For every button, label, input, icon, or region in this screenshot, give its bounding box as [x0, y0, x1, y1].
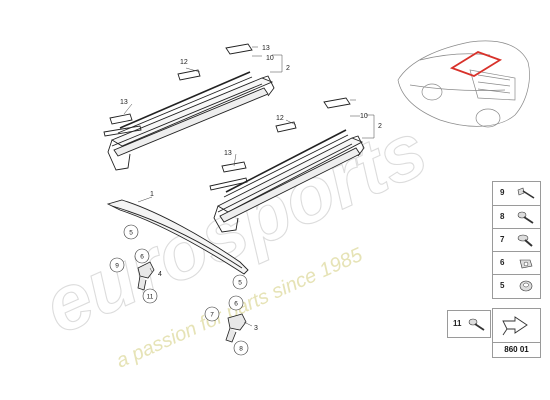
- flat-bolt-icon: [517, 234, 533, 247]
- legend-num-11: 11: [453, 319, 462, 328]
- callout-10-lower: 10: [360, 113, 368, 120]
- legend-row-6: 6: [493, 251, 540, 275]
- bracket-left: [137, 261, 155, 291]
- callout-12-lower: 12: [276, 115, 284, 122]
- part-reference: 860 01: [492, 308, 541, 358]
- legend-row-8: 8: [493, 205, 540, 229]
- callout-13-upper-left: 13: [120, 99, 128, 106]
- circle-7-b: 7: [210, 312, 214, 319]
- fastener-legend: 9 8 7 6 5: [492, 181, 541, 299]
- legend-num-9: 9: [500, 188, 505, 197]
- legend-num-6: 6: [500, 258, 505, 267]
- callout-4: 4: [158, 271, 162, 278]
- callout-1: 1: [150, 191, 154, 198]
- legend-item-11: 11: [447, 310, 491, 338]
- circle-9-a: 9: [115, 263, 119, 270]
- circle-5-b: 5: [238, 280, 242, 287]
- callout-12-upper: 12: [180, 59, 188, 66]
- callout-2-upper: 2: [286, 65, 290, 72]
- legend-num-5: 5: [500, 281, 505, 290]
- circled-callout-labels: 5 6 9 11 5 6 7 8: [115, 230, 243, 353]
- callout-13-upper: 13: [262, 45, 270, 52]
- car-thumbnail: [397, 40, 530, 128]
- legend-row-5: 5: [493, 274, 540, 298]
- bolt-icon: [517, 211, 534, 224]
- callout-13-lower: 13: [224, 150, 232, 157]
- legend-row-7: 7: [493, 228, 540, 252]
- part-code: 860 01: [493, 342, 540, 357]
- circle-6-b: 6: [234, 301, 238, 308]
- roof-rail-lower: [209, 97, 365, 233]
- leader-lines: [123, 46, 375, 327]
- callout-10-upper: 10: [266, 55, 274, 62]
- circled-callouts: [109, 224, 249, 356]
- circle-11-a: 11: [147, 294, 154, 301]
- callout-labels: 13 12 10 2 13 12 10 2 13 1 4 3: [120, 45, 382, 332]
- roof-rail-highlight: [449, 51, 503, 77]
- callout-2-lower: 2: [378, 123, 382, 130]
- roof-strip: [106, 199, 249, 275]
- fold-arrow-icon: [502, 316, 528, 336]
- bracket-right: [225, 313, 247, 343]
- round-nut-icon: [519, 280, 533, 292]
- callout-3: 3: [254, 325, 258, 332]
- circle-6-a: 6: [140, 254, 144, 261]
- circle-5-a: 5: [129, 230, 133, 237]
- circle-8-b: 8: [239, 346, 243, 353]
- roof-rail-upper: [103, 43, 275, 171]
- bolt-icon: [468, 318, 485, 331]
- screw-icon: [517, 187, 535, 199]
- legend-num-7: 7: [500, 235, 505, 244]
- legend-num-8: 8: [500, 212, 505, 221]
- legend-row-9: 9: [493, 182, 540, 205]
- clip-nut-icon: [519, 259, 533, 269]
